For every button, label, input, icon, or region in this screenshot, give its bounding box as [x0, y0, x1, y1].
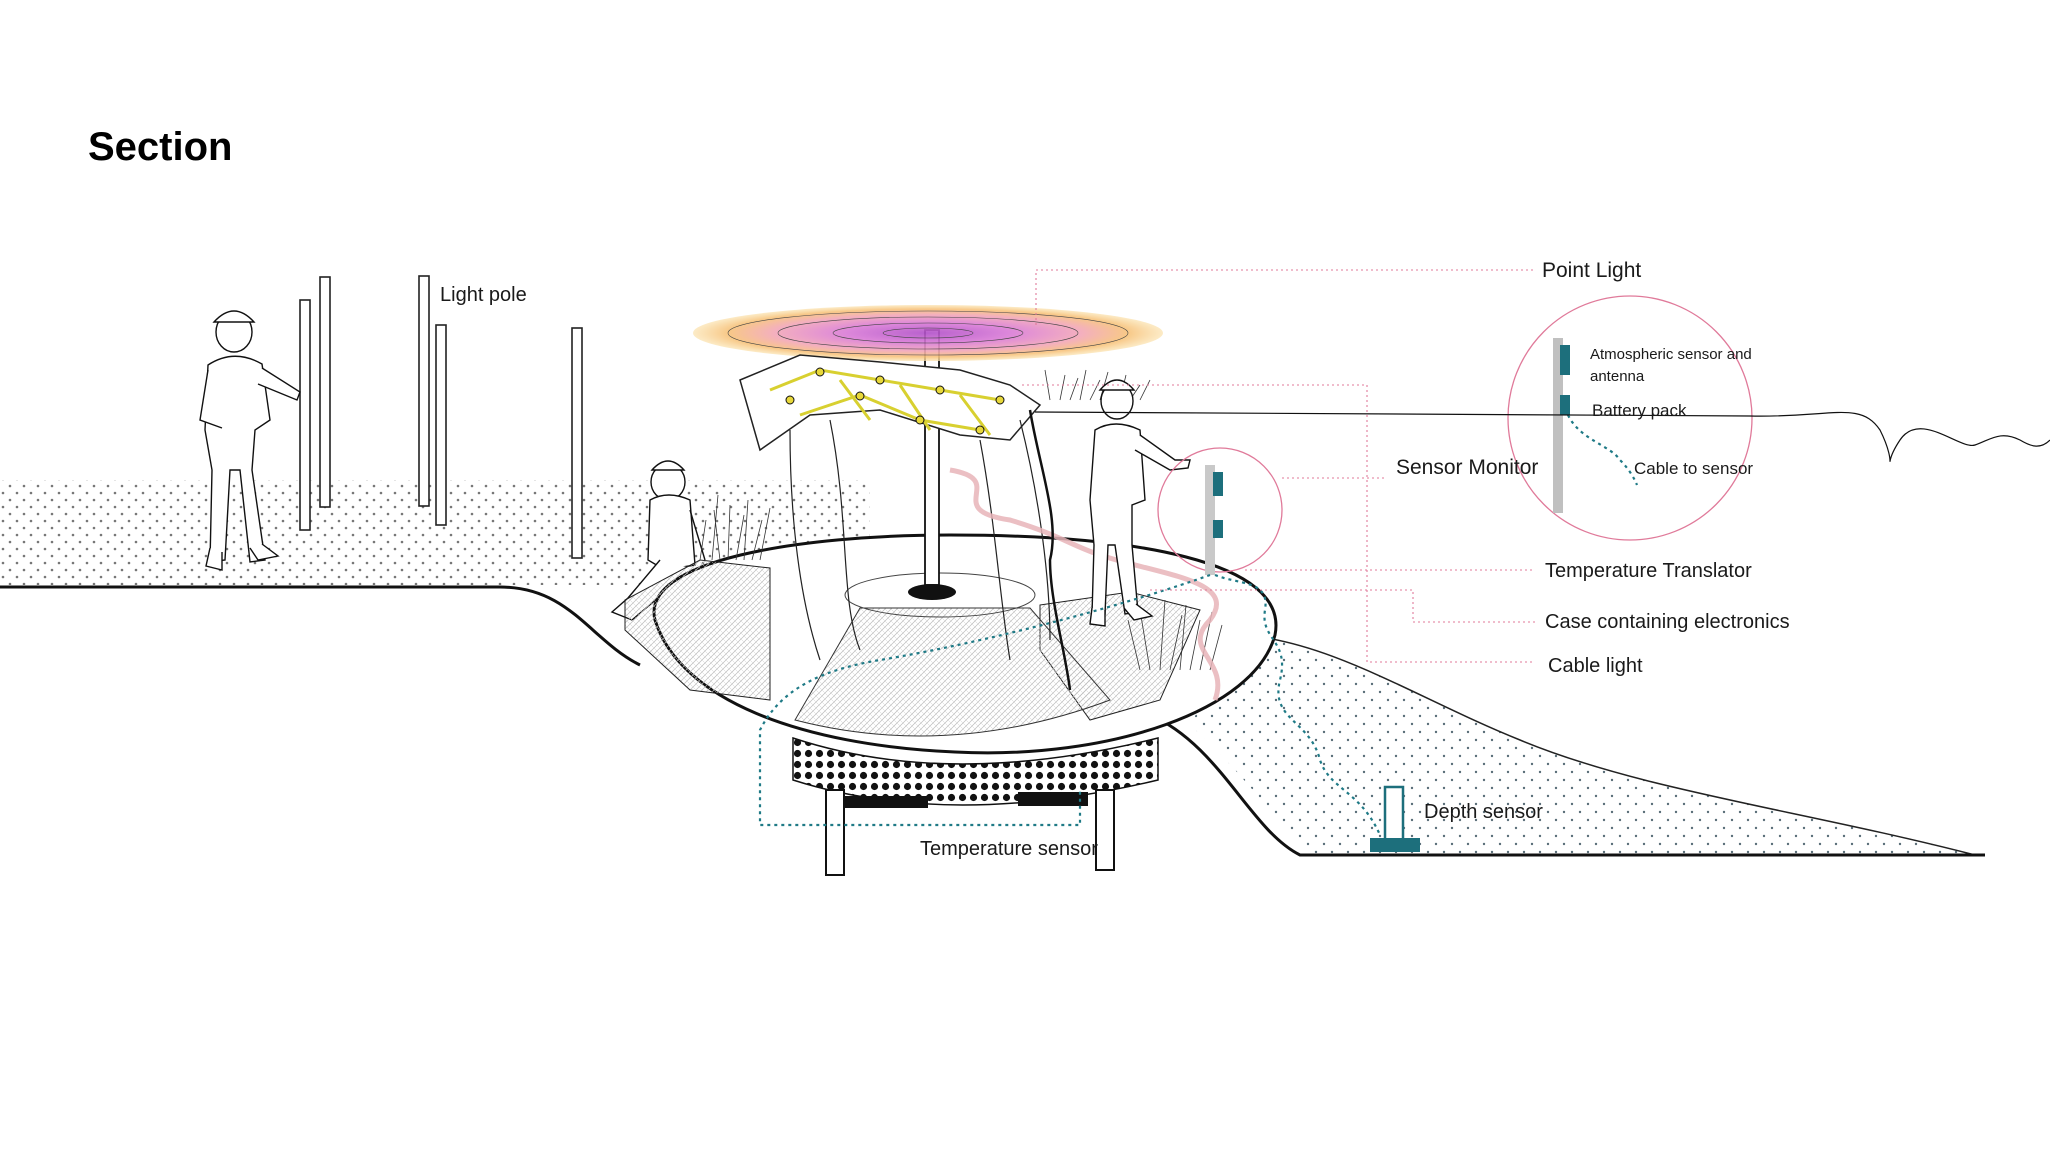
sensor-monitor — [1157, 447, 1283, 575]
antenna-line — [1034, 411, 2050, 462]
label-temperature-translator: Temperature Translator — [1545, 560, 1752, 582]
label-point-light: Point Light — [1542, 259, 1641, 282]
depth-sensor — [1370, 785, 1420, 852]
light-pole — [319, 276, 331, 508]
label-battery-pack: Battery pack — [1592, 401, 1687, 420]
label-cable-light: Cable light — [1548, 655, 1643, 677]
light-pole — [435, 324, 447, 526]
light-poles — [299, 275, 583, 559]
atmospheric-callout — [1507, 295, 1753, 541]
label-light-pole: Light pole — [440, 284, 527, 306]
label-atmospheric-sensor-line1: Atmospheric sensor and — [1590, 346, 1752, 363]
label-cable-to-sensor: Cable to sensor — [1634, 459, 1753, 478]
light-pole — [571, 327, 583, 559]
atmospheric-sensor — [1560, 345, 1570, 375]
light-pole — [418, 275, 430, 507]
label-depth-sensor: Depth sensor — [1424, 801, 1543, 823]
person-standing-left — [199, 310, 301, 571]
black-cable — [1028, 409, 1072, 691]
light-pole — [299, 299, 311, 531]
point-light-canopy — [693, 305, 1163, 661]
label-atmospheric-sensor: Atmospheric sensor and antenna — [1590, 346, 1756, 385]
leader-lines — [1022, 269, 1535, 663]
label-atmospheric-sensor-line2: antenna — [1590, 368, 1645, 385]
label-sensor-monitor: Sensor Monitor — [1396, 456, 1538, 479]
teal-cables — [758, 573, 1382, 836]
sensor-callout-circle — [1157, 447, 1283, 573]
battery-pack — [1560, 395, 1570, 415]
page-title: Section — [88, 125, 232, 169]
label-temperature-sensor: Temperature sensor — [920, 838, 1098, 860]
label-case-electronics: Case containing electronics — [1545, 611, 1790, 633]
light-disc — [693, 305, 1163, 361]
